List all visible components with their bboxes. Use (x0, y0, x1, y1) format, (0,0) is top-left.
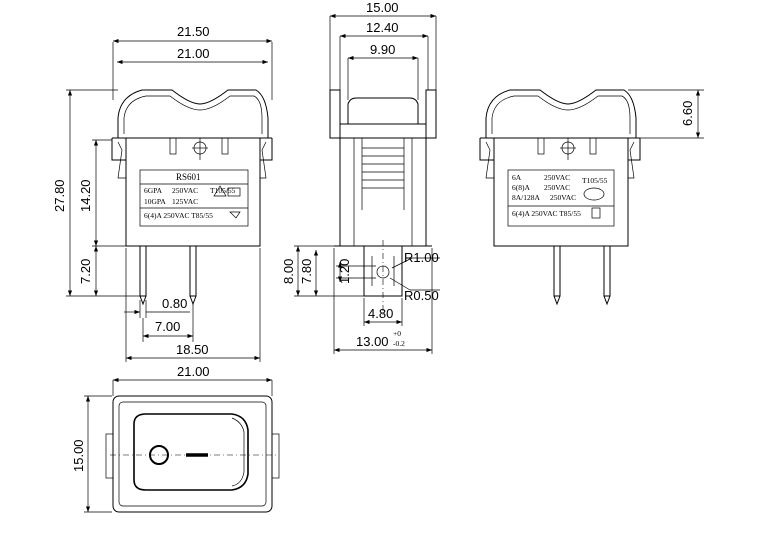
dim-terminal-slot-height: 7.80 (299, 259, 314, 284)
back-label-line1-left: 6A (512, 173, 522, 182)
tolerance-plus: +0 (393, 329, 401, 338)
back-label-line3-left: 8A/128A (512, 193, 541, 202)
dim-body-height: 14.20 (78, 179, 93, 212)
ce-mark-icon (591, 207, 601, 219)
back-view: 6A 250VAC T105/55 6(8)A 250VAC 8A/128A 2… (479, 89, 704, 306)
dim-hole-offset: 1.20 (337, 259, 352, 284)
rocker-actuator (133, 413, 249, 491)
dim-body-width: 21.00 (177, 46, 210, 61)
dim-actuator-width: 9.90 (370, 42, 395, 57)
dim-top-width: 21.00 (177, 364, 210, 379)
back-label-line3-mid: 250VAC (550, 193, 576, 202)
dim-radius-small: R0.50 (404, 288, 439, 303)
ccc-mark-icon (583, 187, 605, 201)
dim-side-overall-width: 15.00 (366, 0, 399, 15)
dim-overall-height: 27.80 (52, 179, 67, 212)
dim-terminal-length: 7.20 (78, 259, 93, 284)
back-label-line2-left: 6(8)A (512, 183, 530, 192)
vde-mark-icon (229, 211, 241, 219)
dim-side-inner-width: 12.40 (366, 20, 399, 35)
back-label-line1-right: T105/55 (582, 176, 608, 185)
back-label-line4: 6(4)A 250VAC T85/55 (512, 209, 581, 218)
tolerance-minus: -0.2 (393, 339, 405, 348)
dim-actuator-height: 6.60 (680, 101, 695, 126)
dim-side-base-width: 13.00 (356, 334, 389, 349)
warning-triangle-icon (213, 185, 227, 197)
dim-radius-large: R1.00 (404, 250, 439, 265)
label-line1-left: 6GPA (144, 186, 163, 195)
dim-overall-width: 21.50 (177, 24, 210, 39)
ribs (362, 147, 404, 189)
back-label-line2-mid: 250VAC (544, 183, 570, 192)
dim-terminal-pitch: 7.00 (155, 319, 180, 334)
front-view: 21.50 21.00 RS601 6GPA 250VAC T105/55 10… (52, 24, 273, 362)
dim-top-height: 15.00 (71, 439, 86, 472)
dim-side-terminal-width: 4.80 (368, 306, 393, 321)
label-model: RS601 (176, 172, 201, 182)
side-view: 15.00 12.40 9.90 (281, 0, 440, 354)
label-line2-mid: 125VAC (172, 197, 198, 206)
dim-terminal-height: 8.00 (281, 259, 296, 284)
top-view: 21.00 15.00 (71, 364, 280, 513)
back-label-line1-mid: 250VAC (544, 173, 570, 182)
cert-mark-icon (227, 187, 241, 197)
label-line1-mid: 250VAC (172, 186, 198, 195)
dim-base-width: 18.50 (176, 342, 209, 357)
label-line3: 6(4)A 250VAC T85/55 (144, 211, 213, 220)
dim-terminal-thickness: 0.80 (162, 296, 187, 311)
label-line2-left: 10GPA (144, 197, 166, 206)
